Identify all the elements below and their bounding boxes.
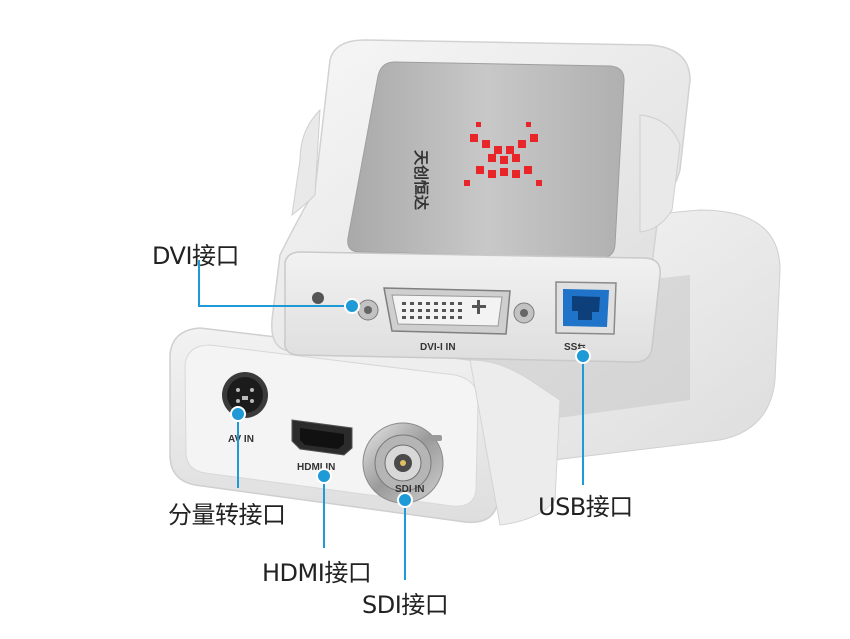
hdmi-port	[291, 419, 353, 456]
usb-callout-dot	[575, 348, 591, 364]
av-port-label: AV IN	[228, 434, 254, 445]
sdi-callout-dot	[397, 492, 413, 508]
sdi-bnc-port	[362, 422, 444, 504]
brand-logo-mark	[464, 122, 542, 186]
dvi-callout-dot	[344, 298, 360, 314]
usb-port-label: SS⇆	[564, 342, 586, 353]
callout-dots	[230, 298, 591, 508]
hdmi-callout-dot	[316, 468, 332, 484]
dvi-callout-label: DVI接口	[152, 242, 240, 270]
usb-callout-label: USB接口	[538, 493, 633, 521]
led-indicator	[312, 292, 324, 304]
usb-port	[555, 281, 617, 335]
brand-logo-text: 天创恒达	[412, 150, 430, 210]
av-callout-dot	[230, 406, 246, 422]
dvi-port-label: DVI-I IN	[420, 342, 456, 353]
dvi-leader-line	[198, 260, 352, 307]
av-callout-label: 分量转接口	[168, 501, 286, 529]
hdmi-port-label: HDMI IN	[297, 462, 335, 473]
top-device	[271, 39, 691, 363]
hdmi-callout-label: HDMI接口	[262, 559, 372, 587]
sdi-callout-label: SDI接口	[362, 591, 449, 619]
callout-lines	[198, 260, 584, 580]
brand-logo: 天创恒达	[412, 122, 542, 210]
av-port	[222, 372, 268, 418]
dvi-port	[357, 287, 535, 335]
sdi-port-label: SDI IN	[395, 484, 424, 495]
